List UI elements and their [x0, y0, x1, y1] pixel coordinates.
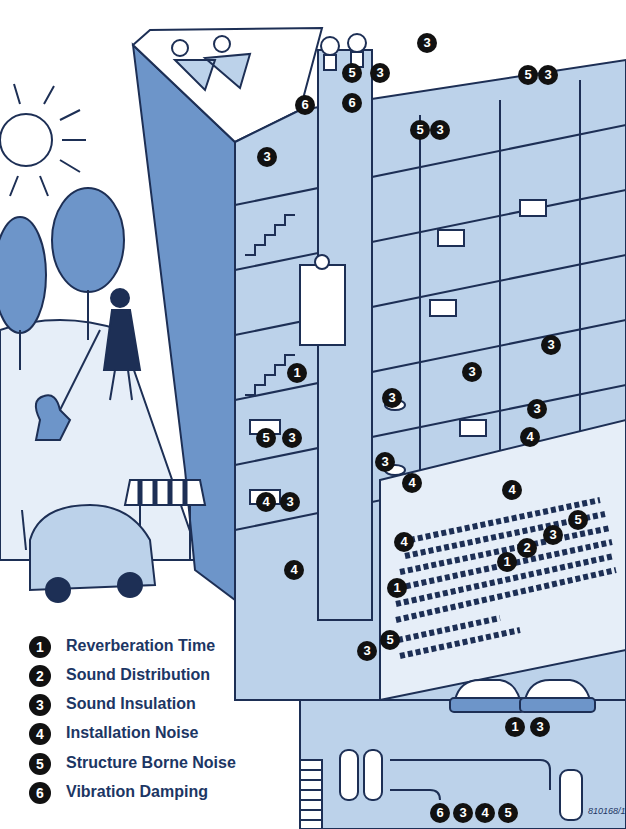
- callout-number: 4: [402, 473, 422, 493]
- illustration-rect: [438, 230, 464, 246]
- callout-number: 4: [256, 492, 276, 512]
- illustration-polygon: [380, 420, 626, 700]
- callout-number: 4: [475, 803, 495, 823]
- callout-number: 6: [295, 95, 315, 115]
- illustration-rect: [364, 750, 382, 800]
- illustration-polygon: [235, 60, 626, 700]
- callout-number: 4: [502, 480, 522, 500]
- legend-text: Sound Distribution: [66, 666, 210, 684]
- illustration-path: [10, 84, 86, 196]
- callout-number: 4: [520, 427, 540, 447]
- callout-number: 1: [505, 717, 525, 737]
- legend-number: 2: [29, 665, 51, 687]
- legend-text: Vibration Damping: [66, 783, 208, 801]
- illustration-ellipse: [52, 188, 124, 292]
- illustration-rect: [300, 265, 345, 345]
- illustration-path: [140, 480, 185, 505]
- illustration-path: [104, 310, 140, 370]
- callout-number: 3: [453, 803, 473, 823]
- callout-number: 5: [498, 803, 518, 823]
- illustration-rect: [300, 760, 322, 829]
- illustration-rect: [450, 698, 525, 712]
- illustration-g: [396, 500, 616, 656]
- illustration-circle: [118, 573, 142, 597]
- legend-text: Structure Borne Noise: [66, 754, 236, 772]
- callout-number: 5: [410, 120, 430, 140]
- callout-number: 5: [256, 428, 276, 448]
- callout-number: 5: [342, 63, 362, 83]
- callout-number: 3: [527, 399, 547, 419]
- legend-number: 6: [29, 782, 51, 804]
- street: [22, 480, 205, 602]
- callout-number: 6: [342, 93, 362, 113]
- callout-number: 5: [518, 65, 538, 85]
- callout-number: 2: [517, 538, 537, 558]
- callout-number: 4: [394, 532, 414, 552]
- illustration-rect: [340, 750, 358, 800]
- illustration-circle: [214, 36, 230, 52]
- illustration-rect: [430, 300, 456, 316]
- illustration-circle: [321, 37, 339, 55]
- illustration-path: [410, 500, 600, 540]
- garage: [300, 680, 626, 829]
- illustration-path: [300, 770, 322, 820]
- figure-number: 810168/1: [588, 806, 626, 816]
- callout-number: 3: [375, 452, 395, 472]
- legend-number: 4: [29, 723, 51, 745]
- callout-number: 3: [530, 717, 550, 737]
- illustration-circle: [315, 255, 329, 269]
- callout-number: 3: [417, 33, 437, 53]
- cinema: [380, 420, 626, 700]
- callout-number: 3: [280, 492, 300, 512]
- callout-number: 3: [538, 65, 558, 85]
- callout-number: 3: [282, 428, 302, 448]
- illustration-circle: [348, 34, 366, 52]
- callout-number: 6: [430, 803, 450, 823]
- callout-number: 1: [497, 552, 517, 572]
- callout-number: 5: [380, 630, 400, 650]
- illustration-path: [20, 290, 88, 370]
- illustration-path: [396, 570, 616, 620]
- illustration-path: [398, 618, 500, 640]
- callout-number: 1: [287, 363, 307, 383]
- callout-number: 3: [257, 147, 277, 167]
- legend-text: Reverberation Time: [66, 637, 215, 655]
- illustration-path: [22, 510, 26, 550]
- callout-number: 3: [462, 362, 482, 382]
- illustration-circle: [172, 40, 188, 56]
- illustration-rect: [300, 700, 626, 829]
- callout-number: 3: [541, 335, 561, 355]
- callout-number: 5: [568, 510, 588, 530]
- illustration-path: [110, 370, 132, 400]
- legend-number: 3: [29, 694, 51, 716]
- illustration-rect: [520, 698, 595, 712]
- legend-number: 1: [29, 636, 51, 658]
- legend-text: Sound Insulation: [66, 695, 196, 713]
- illustration-polyline: [245, 215, 295, 255]
- illustration-rect: [560, 770, 582, 820]
- interior: [235, 34, 626, 700]
- illustration-rect: [460, 420, 486, 436]
- legend-text: Installation Noise: [66, 724, 198, 742]
- callout-number: 3: [543, 525, 563, 545]
- illustration-path: [125, 480, 205, 505]
- illustration-path: [400, 630, 520, 656]
- callout-number: 1: [387, 578, 407, 598]
- illustration-ellipse: [0, 217, 46, 333]
- illustration-path: [60, 330, 100, 410]
- illustration-circle: [0, 114, 52, 166]
- callout-number: 3: [382, 388, 402, 408]
- illustration-rect: [520, 200, 546, 216]
- callout-number: 3: [430, 120, 450, 140]
- callout-number: 3: [370, 63, 390, 83]
- illustration-circle: [111, 289, 129, 307]
- illustration-path: [175, 54, 250, 90]
- callout-number: 4: [284, 560, 304, 580]
- callout-number: 3: [357, 641, 377, 661]
- legend-number: 5: [29, 753, 51, 775]
- illustration-path: [390, 760, 550, 800]
- illustration-circle: [46, 578, 70, 602]
